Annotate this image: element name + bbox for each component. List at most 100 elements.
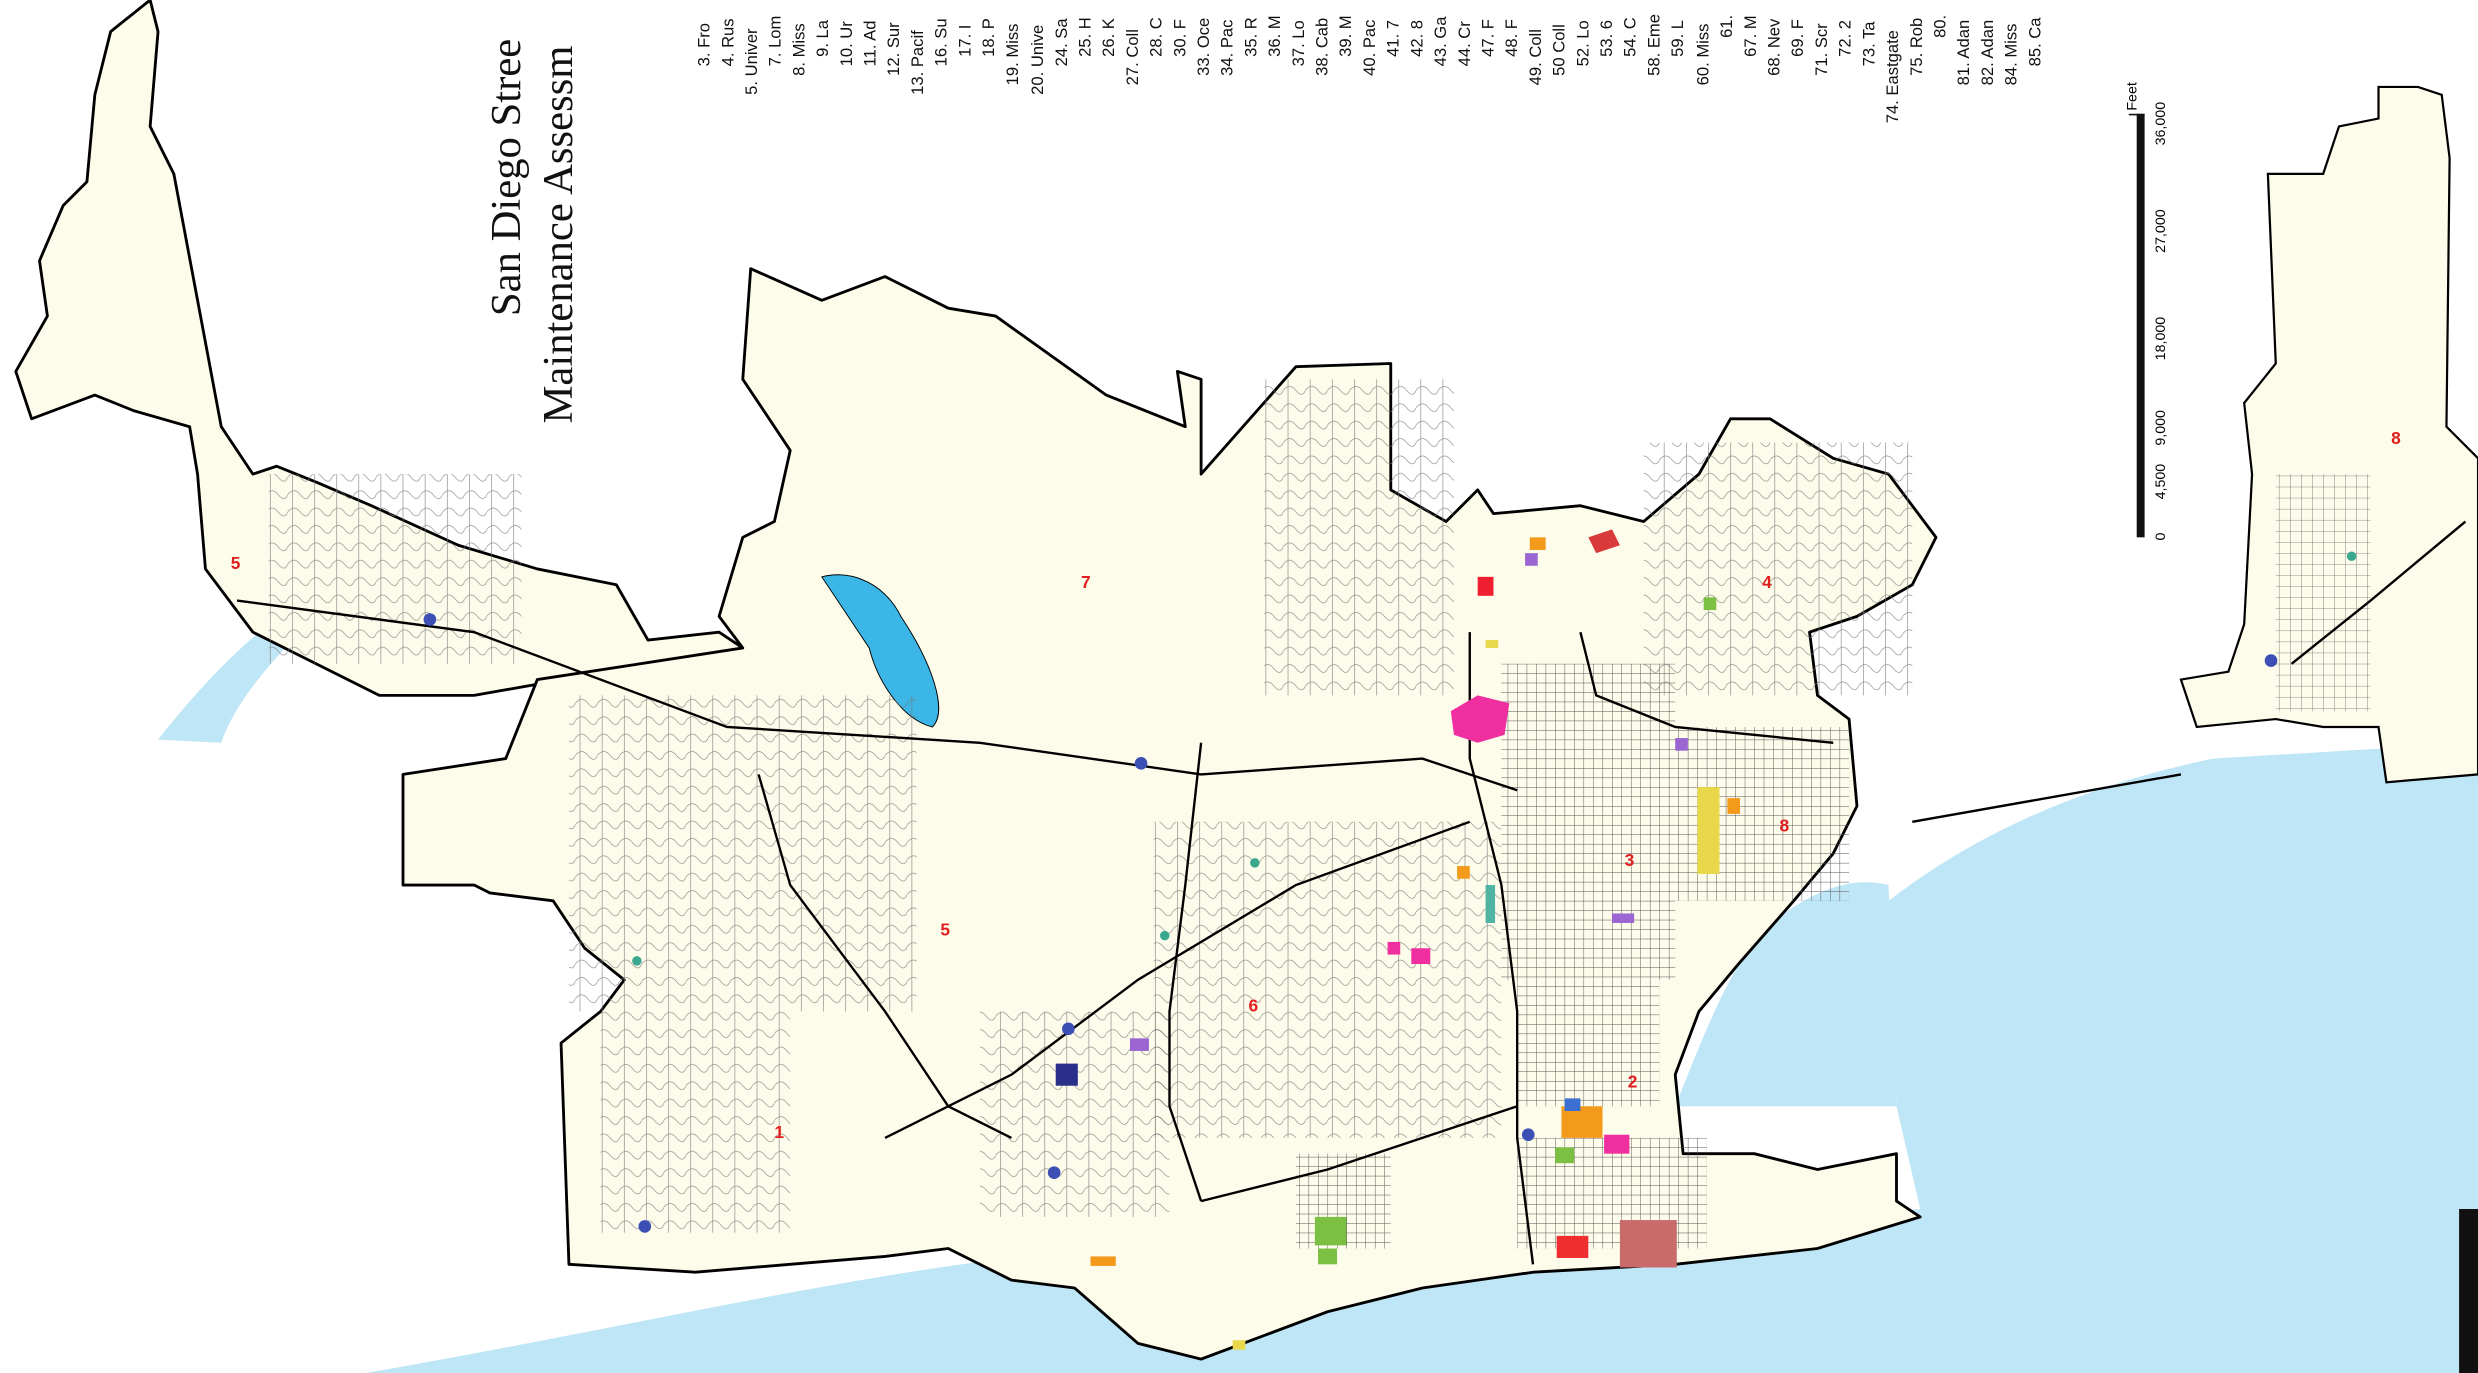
legend-item: 85. Ca (2026, 17, 2046, 67)
legend-item: 10. Ur (837, 21, 857, 67)
scale-tick-label: 27,000 (2152, 209, 2169, 253)
legend-item: 52. Lo (1574, 20, 1594, 67)
legend-item: 28. C (1146, 17, 1166, 57)
legend-item: 68. Nev (1764, 18, 1784, 76)
legend-item: 42. 8 (1408, 19, 1428, 57)
legend-item: 16. Su (932, 18, 952, 67)
legend-item: 71. Scr (1812, 23, 1832, 76)
district-8-inset (2179, 85, 2478, 784)
pacific-ocean (365, 742, 2478, 1373)
state-route-icon (1250, 858, 1260, 868)
legend-item: 20. Unive (1028, 24, 1048, 95)
legend-item: 24. Sa (1051, 18, 1071, 67)
district-label: 8 (1780, 815, 1790, 835)
legend-item: 73. Ta (1859, 21, 1879, 67)
legend-item: 3. Fro (695, 23, 715, 67)
legend-item: 84. Miss (2002, 23, 2022, 86)
legend-item: 74. Eastgate (1883, 30, 1903, 124)
legend-item: 81. Adan (1954, 19, 1974, 86)
legend-item: 13. Pacif (909, 30, 929, 95)
legend-item: 18. P (980, 18, 1000, 57)
district-labels: 5 7 5 1 6 3 8 4 2 8 (231, 428, 2401, 1142)
district-label: 2 (1628, 1071, 1638, 1091)
scale-unit: Feet (2124, 82, 2140, 111)
legend-item: 36. M (1265, 15, 1285, 57)
map-title-line-1: San Diego Stree (482, 38, 530, 317)
legend-item: 19. Miss (1004, 23, 1024, 86)
legend-item: 37. Lo (1289, 20, 1309, 67)
assessment-areas (1055, 529, 1741, 1350)
legend-item: 34. Pac (1218, 19, 1238, 76)
legend-item: 17. I (956, 24, 976, 57)
legend-item: 47. F (1479, 19, 1499, 57)
legend-item: 43. Ga (1431, 16, 1451, 67)
legend-item: 11. Ad (861, 20, 881, 67)
state-route-icon (632, 956, 642, 966)
legend-item: 82. Adan (1978, 19, 1998, 86)
legend-item: 25. H (1075, 17, 1095, 57)
legend-item: 38. Cab (1313, 17, 1333, 76)
legend-item: 69. F (1788, 19, 1808, 57)
legend-item: 30. F (1170, 19, 1190, 57)
legend-item: 7. Lom (766, 15, 786, 67)
legend-item: 8. Miss (790, 23, 810, 76)
interstate-shield-icon (1047, 1166, 1061, 1179)
interstate-shield-icon (423, 613, 437, 626)
north-arrow (2459, 1209, 2478, 1373)
legend-item: 54. C (1622, 17, 1642, 57)
legend-item: 44. Cr (1455, 21, 1475, 67)
route-shields (423, 551, 2357, 1233)
interstate-shield-icon (2264, 654, 2278, 667)
interstate-shield-icon (1062, 1022, 1075, 1036)
legend-item: 40. Pac (1360, 19, 1380, 76)
district-label: 4 (1762, 572, 1772, 592)
scale-bar-track (2136, 113, 2145, 538)
legend-item: 4. Rus (719, 18, 739, 67)
district-label: 6 (1249, 995, 1259, 1015)
legend-item: 41. 7 (1384, 19, 1404, 57)
interstate-shield-icon (1134, 757, 1148, 770)
legend-item: 12. Sur (885, 22, 905, 76)
legend-item: 75. Rob (1907, 17, 1927, 76)
legend-item: 59. L (1669, 19, 1689, 57)
legend-item: 26. K (1099, 18, 1119, 57)
scale-tick-label: 0 (2152, 532, 2169, 541)
scale-tick-label: 36,000 (2152, 101, 2169, 146)
interstate-shield-icon (638, 1220, 652, 1233)
scale-tick-label: 9,000 (2152, 410, 2169, 446)
district-label: 7 (1081, 572, 1091, 592)
legend-item: 9. La (814, 19, 834, 57)
district-label: 1 (774, 1122, 784, 1142)
legend-item: 49. Coll (1527, 29, 1547, 86)
legend-item: 35. R (1241, 17, 1261, 57)
legend-item: 80. (1931, 14, 1950, 38)
legend-item: 53. 6 (1598, 19, 1618, 57)
state-route-icon (2346, 551, 2357, 562)
san-diego-bay (1675, 882, 1897, 1107)
map-title-line-2: Maintenance Assessm (534, 45, 582, 424)
interstate-shield-icon (1521, 1128, 1535, 1142)
legend-item: 33. Oce (1194, 17, 1214, 76)
legend-item: 60. Miss (1693, 23, 1713, 86)
district-label: 5 (940, 920, 950, 940)
legend-item: 48. F (1503, 19, 1523, 57)
scale-tick-label: 18,000 (2152, 316, 2169, 361)
scale-tick-label: 4,500 (2152, 463, 2169, 500)
legend-item: 5. Univer (742, 28, 762, 95)
legend-item: 72. 2 (1835, 19, 1855, 57)
legend-item: 39. M (1336, 15, 1356, 57)
legend-item: 27. Coll (1123, 29, 1143, 86)
legend-item: 67. M (1740, 15, 1760, 57)
legend-item: 58. Eme (1645, 14, 1665, 76)
legend-item: 50 Coll (1550, 24, 1570, 76)
scale-tick (2128, 113, 2145, 116)
reservoir (821, 574, 940, 728)
suburban-streets (268, 379, 1913, 1233)
district-label: 5 (231, 553, 241, 573)
district-label: 3 (1625, 850, 1635, 870)
state-route-icon (1160, 930, 1170, 941)
district-label: 8 (2391, 428, 2401, 448)
legend-item: 61. (1717, 14, 1737, 38)
